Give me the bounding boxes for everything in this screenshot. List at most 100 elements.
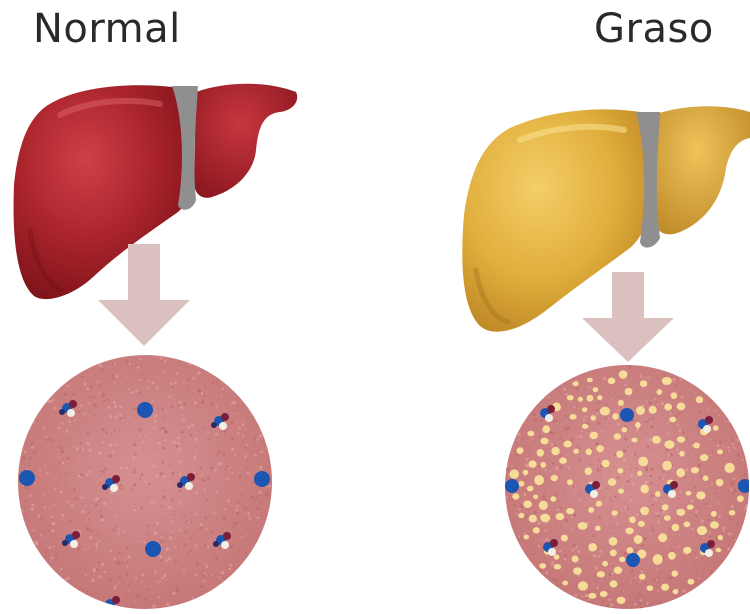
fat-droplet <box>713 425 719 430</box>
fat-droplet <box>618 400 624 406</box>
fat-droplet <box>518 513 524 518</box>
fat-droplet <box>600 591 608 597</box>
nucleus-icon <box>137 402 153 418</box>
fat-droplet <box>661 584 669 591</box>
fat-droplet <box>533 495 538 500</box>
fat-droplet <box>657 389 663 395</box>
fat-droplet <box>561 535 568 542</box>
fat-droplet <box>662 461 672 471</box>
nucleus-icon <box>254 471 270 487</box>
fat-droplet <box>691 467 699 473</box>
fat-droplet <box>597 395 602 400</box>
fat-droplet <box>716 479 724 486</box>
fat-droplet <box>668 552 676 560</box>
fat-droplet <box>551 447 559 456</box>
fat-droplet <box>636 406 645 415</box>
fat-droplet <box>554 564 561 570</box>
fat-droplet <box>696 491 705 499</box>
fat-droplet <box>677 403 686 411</box>
fat-droplet <box>677 436 685 442</box>
fat-droplet <box>550 496 556 501</box>
fat-droplet <box>533 527 540 533</box>
fat-droplet <box>523 500 532 508</box>
fat-droplet <box>725 463 735 473</box>
fat-droplet <box>729 510 735 515</box>
fat-droplet <box>617 597 626 604</box>
fat-droplet <box>717 449 723 454</box>
fat-droplet <box>578 397 583 402</box>
fat-droplet <box>652 436 661 444</box>
fat-droplet <box>593 387 599 392</box>
fat-droplet <box>591 415 596 421</box>
fat-droplet <box>686 491 692 496</box>
fat-droplet <box>683 547 691 554</box>
fat-droplet <box>676 468 685 477</box>
fat-droplet <box>684 521 691 527</box>
fat-droplet <box>639 574 646 580</box>
fat-droplet <box>596 501 602 507</box>
fat-droplet <box>627 547 634 553</box>
fat-droplet <box>669 417 676 423</box>
nucleus-icon <box>620 408 634 422</box>
fat-droplet <box>716 548 722 553</box>
fat-droplet <box>688 579 695 585</box>
fat-droplet <box>567 479 573 485</box>
fat-droplet <box>597 571 605 577</box>
fat-droplet <box>687 505 694 510</box>
fat-droplet <box>664 440 674 449</box>
fat-droplet <box>612 413 618 420</box>
fatty-liver <box>462 106 750 331</box>
fat-droplet <box>676 509 685 516</box>
fat-droplet <box>540 462 546 468</box>
fat-droplet <box>602 460 610 468</box>
fat-droplet <box>528 460 536 467</box>
fat-droplet <box>710 521 719 528</box>
fat-droplet <box>588 593 596 599</box>
fat-droplet <box>614 433 621 439</box>
fat-droplet <box>612 510 618 516</box>
fat-droplet <box>518 481 524 487</box>
fat-droplet <box>573 449 579 454</box>
fat-droplet <box>597 445 604 452</box>
fat-droplet <box>573 567 582 575</box>
fat-droplet <box>664 403 672 410</box>
fat-droplet <box>539 563 546 569</box>
fat-droplet <box>510 469 519 478</box>
fat-droplet <box>629 516 636 523</box>
fat-droplet <box>582 424 588 429</box>
fat-droplet <box>512 493 519 499</box>
fat-droplet <box>619 370 628 379</box>
fat-droplet <box>672 524 680 531</box>
fat-droplet <box>672 570 678 576</box>
fat-droplet <box>566 508 574 514</box>
fat-droplet <box>640 484 649 493</box>
fat-droplet <box>609 537 618 546</box>
fat-droplet <box>529 515 537 523</box>
fat-droplet <box>539 501 548 510</box>
fat-droplet <box>625 528 633 535</box>
fat-droplet <box>610 550 617 557</box>
nucleus-icon <box>505 479 519 493</box>
fat-droplet <box>608 478 616 486</box>
nucleus-icon <box>626 553 640 567</box>
fat-droplet <box>534 475 544 485</box>
fat-droplet <box>572 556 579 563</box>
fat-droplet <box>582 407 587 412</box>
fat-droplet <box>562 581 568 586</box>
fat-droplet <box>679 451 684 457</box>
fat-droplet <box>614 567 622 574</box>
fat-droplet <box>540 514 550 522</box>
fat-droplet <box>631 438 637 443</box>
fat-droplet <box>711 511 717 517</box>
fat-droplet <box>619 557 625 562</box>
fat-droplet <box>567 395 574 401</box>
fat-droplet <box>622 427 627 432</box>
fat-droplet <box>640 380 647 387</box>
fat-droplet <box>634 535 643 544</box>
fat-droplet <box>527 431 534 437</box>
fat-droplet <box>541 438 549 445</box>
fat-droplet <box>543 425 551 433</box>
fat-droplet <box>590 432 599 439</box>
fat-droplet <box>586 449 592 456</box>
